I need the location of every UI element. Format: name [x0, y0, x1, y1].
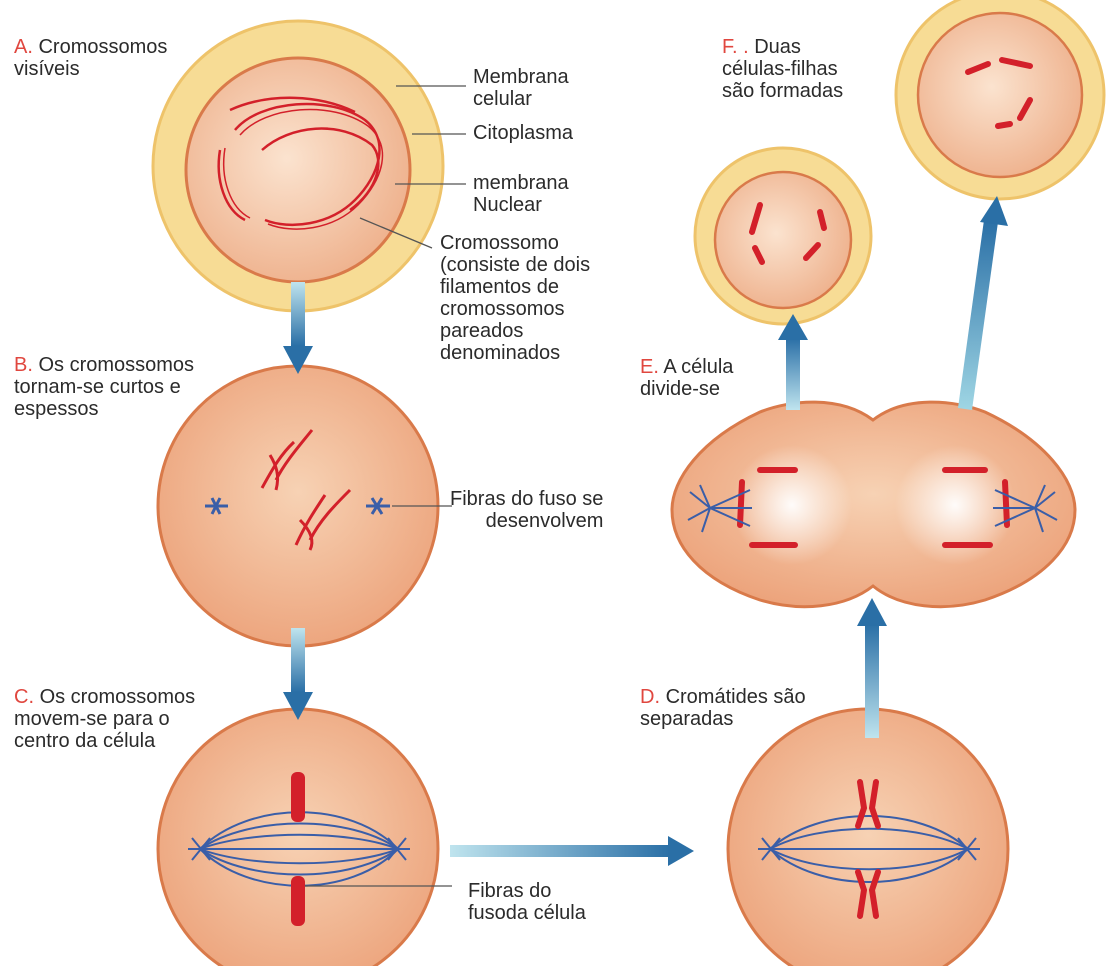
cell-f-left	[695, 148, 871, 324]
stage-a-label: A. Cromossomos visíveis	[14, 36, 167, 80]
arrow-e-to-f-right	[958, 196, 1008, 410]
cell-b	[158, 366, 452, 646]
stage-b-label: B. Os cromossomos tornam-se curtos e esp…	[14, 354, 194, 420]
cell-a	[153, 21, 466, 311]
arrow-c-to-d	[450, 836, 694, 866]
stage-letter: C.	[14, 686, 34, 708]
arrow-e-to-f-left	[778, 314, 808, 410]
stage-f-label: F. . Duas células-filhas são formadas	[722, 36, 843, 102]
stage-letter: F. .	[722, 36, 749, 58]
cell-d	[728, 709, 1008, 966]
stage-letter: A.	[14, 36, 33, 58]
fibras-fusoda-label: Fibras do fusoda célula	[468, 880, 586, 924]
cell-e	[672, 402, 1075, 607]
membrana-celular-label: Membrana celular	[473, 66, 569, 110]
stage-d-label: D. Cromátides são separadas	[640, 686, 806, 730]
cell-c	[158, 709, 452, 966]
citoplasma-label: Citoplasma	[473, 122, 573, 144]
cell-f-right	[896, 0, 1104, 199]
fibras-fuso-label: Fibras do fuso se desenvolvem	[450, 488, 603, 532]
stage-c-label: C. Os cromossomos movem-se para o centro…	[14, 686, 195, 752]
stage-e-label: E. A célula divide-se	[640, 356, 733, 400]
stage-letter: D.	[640, 686, 660, 708]
membrana-nuclear-label: membrana Nuclear	[473, 172, 569, 216]
cromossomo-label: Cromossomo (consiste de dois filamentos …	[440, 232, 590, 364]
stage-letter: E.	[640, 356, 659, 378]
stage-letter: B.	[14, 354, 33, 376]
